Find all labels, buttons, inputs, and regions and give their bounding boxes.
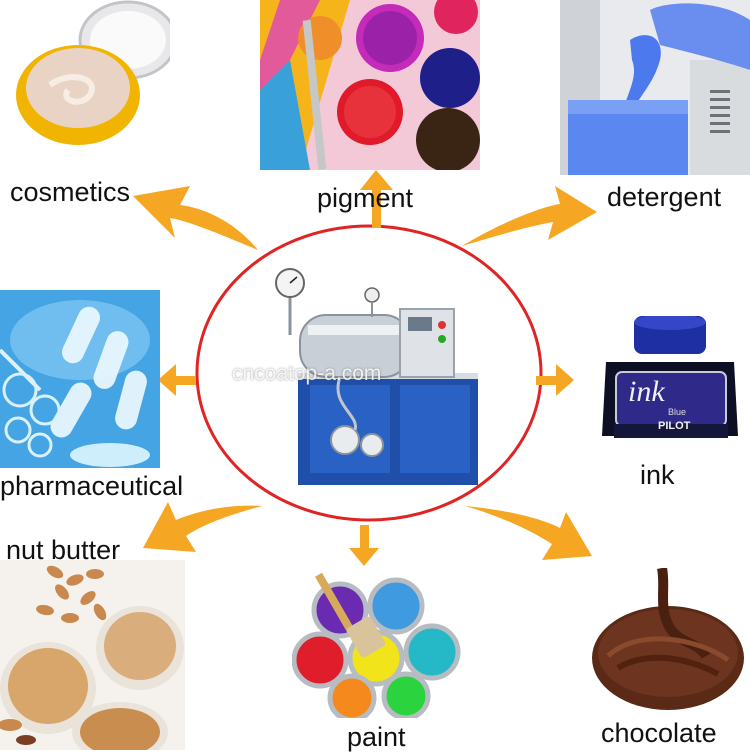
chocolate-image bbox=[592, 568, 744, 710]
arrow-ink bbox=[536, 364, 574, 396]
arrow-paint bbox=[349, 525, 379, 566]
label-cosmetics: cosmetics bbox=[10, 177, 131, 207]
paint-image bbox=[292, 572, 461, 718]
arrow-nut-butter bbox=[143, 502, 262, 552]
label-paint: paint bbox=[347, 722, 406, 752]
arrow-pigment bbox=[360, 170, 393, 228]
ink-sub-text: Blue bbox=[668, 407, 687, 417]
pharmaceutical-image bbox=[0, 290, 160, 468]
nut-butter-image bbox=[0, 560, 185, 750]
bead-mill-machine bbox=[275, 268, 478, 485]
pigment-image bbox=[260, 0, 480, 170]
label-pharmaceutical: pharmaceutical bbox=[0, 471, 184, 501]
arrow-chocolate bbox=[465, 506, 592, 560]
central-circle bbox=[195, 224, 543, 522]
ink-bottle-image bbox=[602, 316, 738, 438]
pump-icon bbox=[330, 425, 360, 455]
arrow-detergent bbox=[462, 186, 597, 246]
label-ink: ink bbox=[640, 460, 675, 490]
arrow-pharmaceutical bbox=[158, 364, 196, 396]
detergent-image bbox=[560, 0, 750, 175]
ink-maker-text: PILOT bbox=[658, 420, 691, 432]
label-pigment: pigment bbox=[317, 183, 414, 213]
arrow-cosmetics bbox=[133, 186, 258, 250]
watermark: cncoatop-a.com bbox=[232, 362, 382, 385]
ink-brand-text: ink bbox=[628, 375, 665, 408]
label-chocolate: chocolate bbox=[601, 718, 717, 748]
cosmetics-image bbox=[16, 0, 170, 145]
label-detergent: detergent bbox=[607, 182, 722, 212]
arrows bbox=[133, 170, 597, 566]
